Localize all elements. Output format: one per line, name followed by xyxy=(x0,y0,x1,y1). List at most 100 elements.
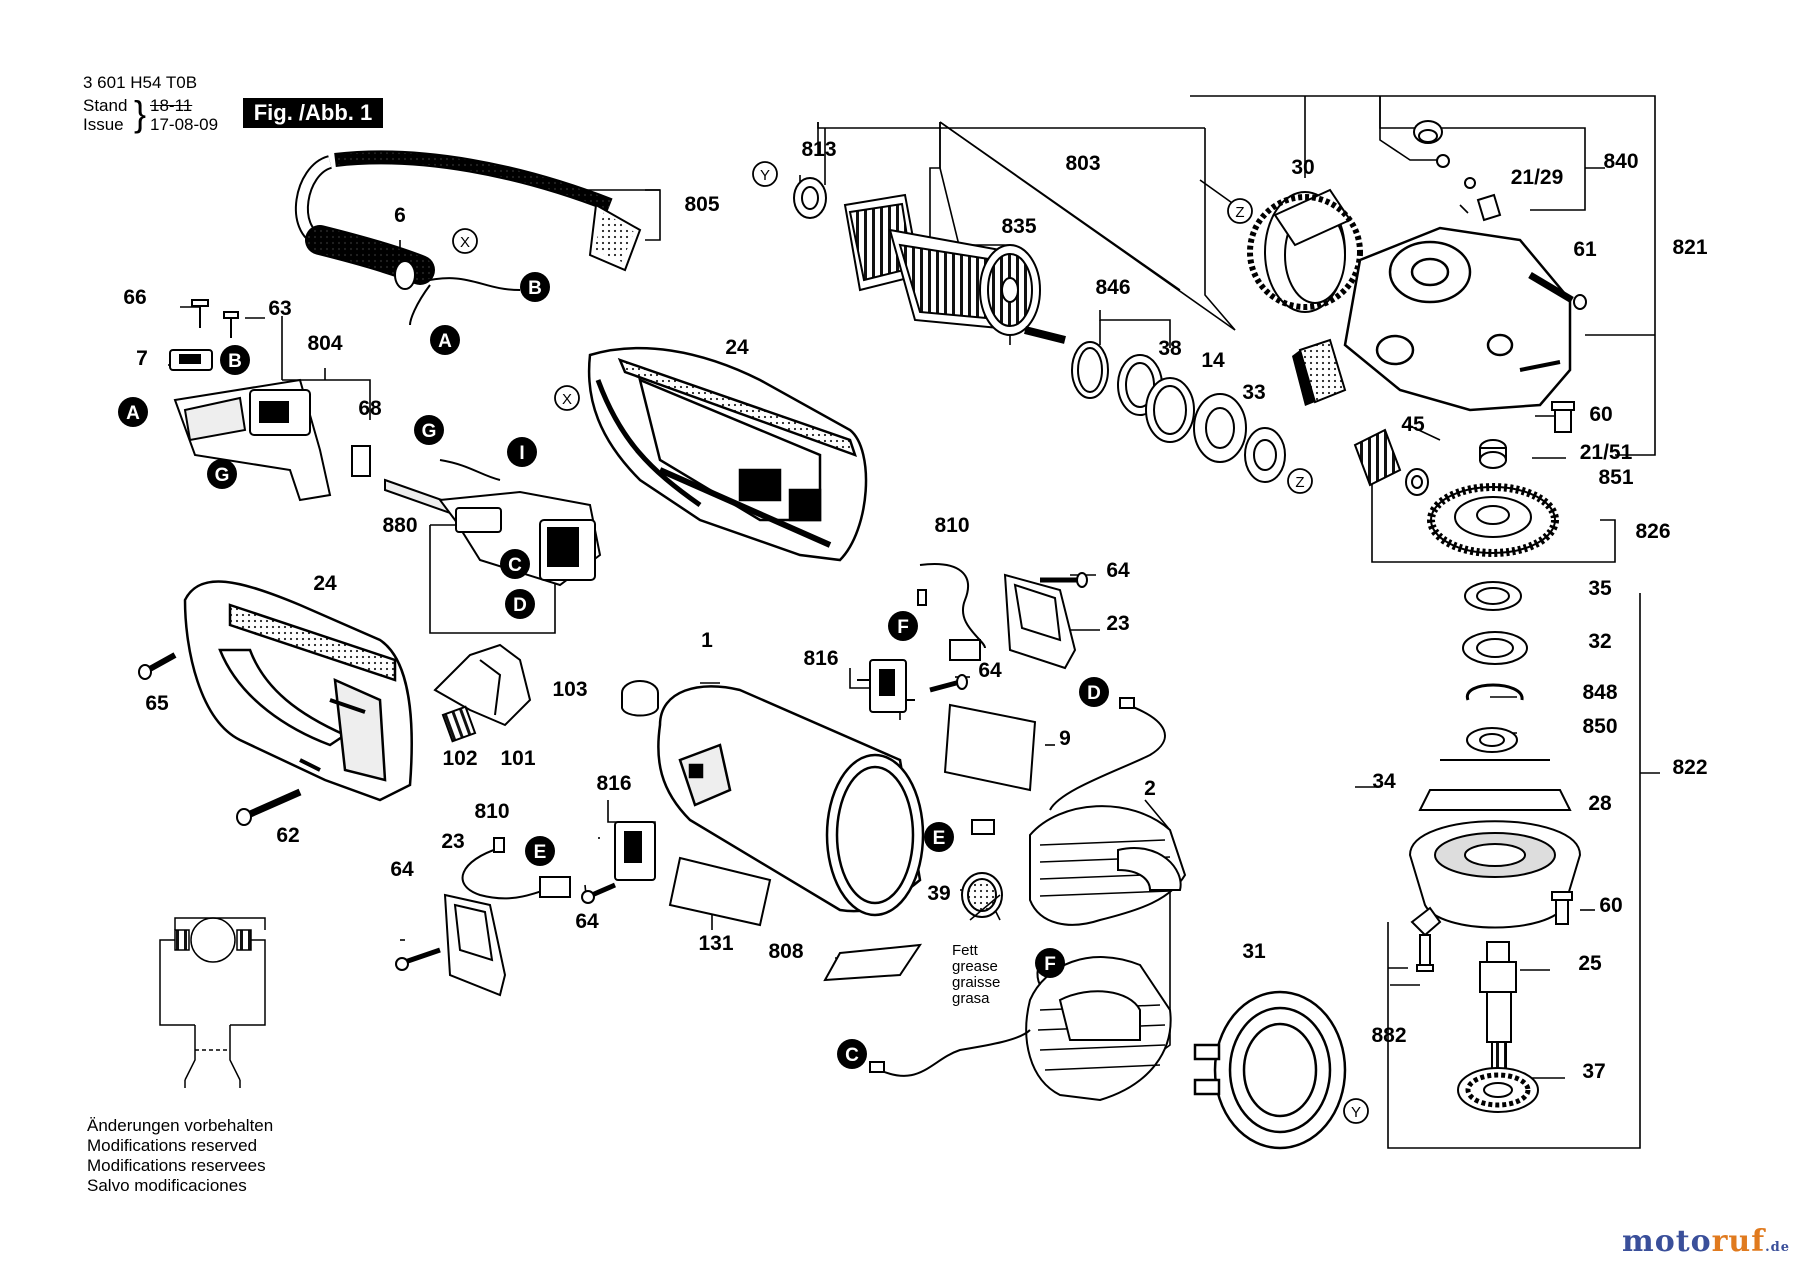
trigger-and-spring xyxy=(433,643,532,743)
part-label-p60b: 60 xyxy=(1599,894,1622,917)
svg-text:B: B xyxy=(228,351,242,372)
issue-value: 17-08-09 xyxy=(150,115,219,134)
power-cord xyxy=(294,150,642,326)
svg-text:E: E xyxy=(933,828,946,849)
part-label-p24b: 24 xyxy=(313,572,337,595)
part-label-p62: 62 xyxy=(276,824,299,847)
part-label-p816b: 816 xyxy=(596,772,631,795)
svg-text:F: F xyxy=(1044,954,1056,975)
spindle-lock-parts xyxy=(1413,120,1587,433)
part-label-p64c: 64 xyxy=(390,858,414,881)
rating-labels xyxy=(668,856,923,982)
connector-cA2: A xyxy=(118,397,148,427)
note-es: Salvo modificaciones xyxy=(87,1176,247,1195)
part-label-p882: 882 xyxy=(1371,1024,1406,1047)
svg-text:E: E xyxy=(534,842,547,863)
grease-note-line-1: Fett xyxy=(952,942,979,959)
svg-text:F: F xyxy=(897,617,909,638)
reference-mark-rY1: Y xyxy=(752,161,778,187)
pinion-45 xyxy=(1353,428,1429,496)
switch-assembly xyxy=(169,299,371,502)
screws-lower-housing xyxy=(138,652,302,826)
bearing-stack xyxy=(1462,581,1528,753)
part-label-p35: 35 xyxy=(1588,577,1612,600)
connector-cF2: F xyxy=(1035,948,1065,978)
connector-cI: I xyxy=(507,437,537,467)
part-label-p23a: 23 xyxy=(1106,612,1129,635)
connector-cE2: E xyxy=(924,822,954,852)
part-label-p30: 30 xyxy=(1291,156,1314,179)
reference-mark-rX1: X xyxy=(452,228,478,254)
field-coil-upper xyxy=(1029,805,1187,926)
spindle-25 xyxy=(1479,941,1517,1073)
svg-text:G: G xyxy=(422,421,437,442)
svg-text:A: A xyxy=(126,403,140,424)
svg-text:Z: Z xyxy=(1235,204,1244,221)
stand-value: 18-11 xyxy=(150,96,193,115)
bevel-gear-30 xyxy=(1247,188,1363,313)
svg-text:Y: Y xyxy=(760,167,770,184)
part-label-p60a: 60 xyxy=(1589,403,1612,426)
armature xyxy=(843,193,1066,344)
reference-mark-rY2: Y xyxy=(1343,1098,1369,1124)
part-label-p810b: 810 xyxy=(474,800,509,823)
part-label-p880: 880 xyxy=(382,514,417,537)
part-label-p131: 131 xyxy=(698,932,733,955)
svg-text:G: G xyxy=(215,465,230,486)
housing-half-lower xyxy=(183,580,413,802)
field-coil-lower xyxy=(1025,956,1172,1102)
gear-head-housing xyxy=(1343,226,1572,412)
part-label-p32: 32 xyxy=(1588,630,1611,653)
part-label-p45: 45 xyxy=(1401,413,1425,436)
note-en: Modifications reserved xyxy=(87,1136,258,1155)
part-label-p103: 103 xyxy=(552,678,587,701)
brand-tld: .de xyxy=(1765,1240,1790,1255)
part-label-p7: 7 xyxy=(136,347,148,370)
svg-text:I: I xyxy=(519,443,524,464)
connector-cB2: B xyxy=(220,345,250,375)
svg-text:D: D xyxy=(1087,683,1101,704)
part-label-p61: 61 xyxy=(1573,238,1597,261)
part-label-p816a: 816 xyxy=(803,647,838,670)
part-label-p850: 850 xyxy=(1582,715,1617,738)
brush-holder-upper xyxy=(857,659,915,713)
part-label-p835: 835 xyxy=(1001,215,1036,238)
note-de: Änderungen vorbehalten xyxy=(87,1116,274,1135)
part-label-p31: 31 xyxy=(1242,940,1266,963)
part-label-p28: 28 xyxy=(1588,792,1612,815)
part-label-p846: 846 xyxy=(1095,276,1130,299)
svg-text:A: A xyxy=(438,331,452,352)
part-label-p64a: 64 xyxy=(1106,559,1130,582)
part-label-p34: 34 xyxy=(1372,770,1396,793)
svg-text:Y: Y xyxy=(1351,1104,1361,1121)
brand-logo: motoruf.de xyxy=(1622,1224,1790,1259)
brush-cover-lower xyxy=(443,893,507,997)
carbon-brush-upper xyxy=(917,563,986,661)
connector-cG1: G xyxy=(414,415,444,445)
bearing-flange xyxy=(1408,759,1582,929)
svg-text:B: B xyxy=(528,278,542,299)
connector-cD1: D xyxy=(505,589,535,619)
svg-text:C: C xyxy=(508,555,522,576)
armature-rings xyxy=(1071,341,1286,483)
screws-64 xyxy=(395,572,1088,971)
part-label-p64d: 64 xyxy=(575,910,599,933)
part-label-p9: 9 xyxy=(1059,727,1071,750)
part-label-p813: 813 xyxy=(801,138,836,161)
part-label-p63: 63 xyxy=(268,297,291,320)
stand-label: Stand xyxy=(83,96,128,115)
bearing-37 xyxy=(1457,1067,1539,1113)
note-fr: Modifications reservees xyxy=(87,1156,266,1175)
part-label-p810a: 810 xyxy=(934,514,969,537)
reference-mark-rX2: X xyxy=(554,385,580,411)
part-label-p805: 805 xyxy=(684,193,719,216)
motor-housing xyxy=(657,685,925,917)
brand-name-part1: moto xyxy=(1621,1224,1712,1259)
part-label-p68: 68 xyxy=(358,397,382,420)
connector-cD2: D xyxy=(1079,677,1109,707)
adhesive-pad xyxy=(1292,338,1347,406)
grease-note-line-2: grease xyxy=(952,958,998,975)
reference-mark-rZ1: Z xyxy=(1227,198,1253,224)
